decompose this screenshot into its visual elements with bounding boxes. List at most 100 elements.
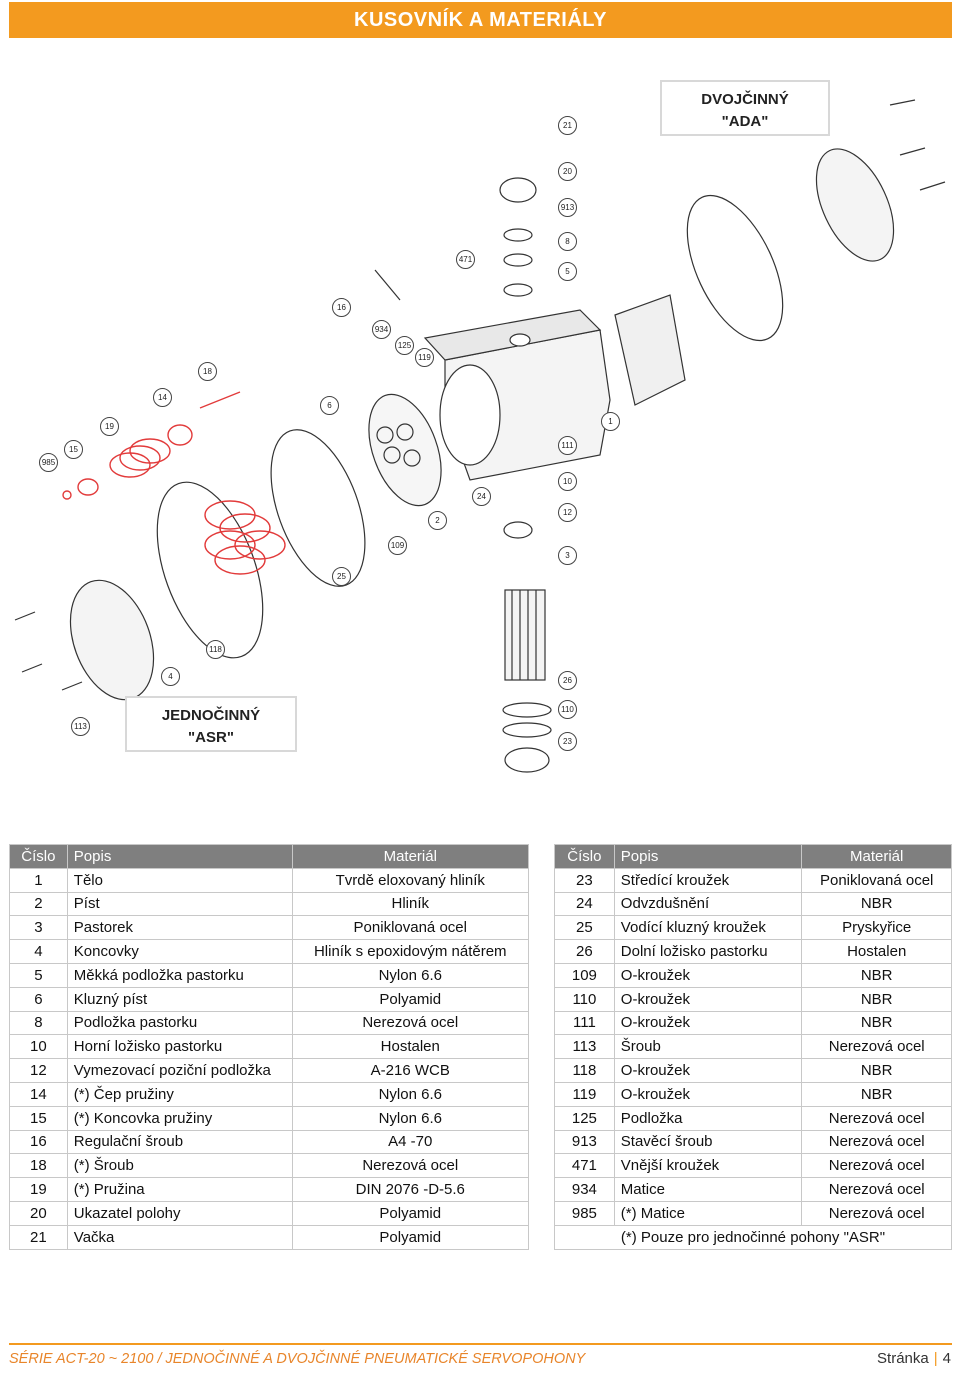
cell-description: Regulační šroub	[66, 1129, 293, 1155]
cell-material: Nylon 6.6	[291, 962, 530, 988]
cell-material: Polyamid	[291, 986, 530, 1012]
cell-number: 2	[9, 891, 68, 917]
callout-21: 21	[558, 116, 577, 135]
callout-16: 16	[332, 298, 351, 317]
cell-material: Hliník	[291, 891, 530, 917]
cell-material: Pryskyřice	[801, 915, 952, 941]
single-acting-label: JEDNOČINNÝ "ASR"	[125, 696, 297, 752]
cell-material: Nerezová ocel	[801, 1153, 952, 1179]
cell-number: 113	[554, 1034, 615, 1060]
cell-material: Nerezová ocel	[801, 1129, 952, 1155]
single-acting-note: (*) Pouze pro jednočinné pohony "ASR"	[554, 1224, 952, 1250]
cell-material: NBR	[801, 1081, 952, 1107]
cell-number: 471	[554, 1153, 615, 1179]
cell-description: Vačka	[66, 1224, 293, 1250]
cell-material: Hostalen	[291, 1034, 530, 1060]
cell-description: Horní ložisko pastorku	[66, 1034, 293, 1060]
cell-material: Nerezová ocel	[291, 1010, 530, 1036]
cell-description: Měkká podložka pastorku	[66, 962, 293, 988]
callout-15: 15	[64, 440, 83, 459]
page-separator: |	[933, 1350, 938, 1367]
cell-number: 23	[554, 867, 615, 893]
cell-material: Nerezová ocel	[801, 1177, 952, 1202]
cell-material: Nylon 6.6	[291, 1105, 530, 1131]
cell-number: 110	[554, 986, 615, 1012]
cell-description: (*) Koncovka pružiny	[66, 1105, 293, 1131]
cell-material: NBR	[801, 962, 952, 988]
callout-26: 26	[558, 671, 577, 690]
cell-description: O-kroužek	[613, 1081, 803, 1107]
cell-description: O-kroužek	[613, 1010, 803, 1036]
cell-number: 19	[9, 1177, 68, 1202]
cell-number: 985	[554, 1200, 615, 1226]
callout-25: 25	[332, 567, 351, 586]
footer-page: Stránka|4	[877, 1350, 951, 1367]
cell-material: NBR	[801, 1058, 952, 1083]
header-number: Číslo	[554, 844, 615, 869]
callout-23: 23	[558, 732, 577, 751]
cell-description: Pastorek	[66, 915, 293, 941]
cell-description: Podložka pastorku	[66, 1010, 293, 1036]
cell-number: 5	[9, 962, 68, 988]
cell-material: Poniklovaná ocel	[291, 915, 530, 941]
cell-material: NBR	[801, 986, 952, 1012]
cell-material: Nylon 6.6	[291, 1081, 530, 1107]
double-acting-label: DVOJČINNÝ "ADA"	[660, 80, 830, 136]
cell-number: 934	[554, 1177, 615, 1202]
cell-description: Středící kroužek	[613, 867, 803, 893]
cell-number: 4	[9, 939, 68, 964]
cell-description: O-kroužek	[613, 962, 803, 988]
cell-description: (*) Čep pružiny	[66, 1081, 293, 1107]
cell-number: 8	[9, 1010, 68, 1036]
callout-18: 18	[198, 362, 217, 381]
cell-material: NBR	[801, 891, 952, 917]
cell-number: 18	[9, 1153, 68, 1179]
callout-110: 110	[558, 700, 577, 719]
callout-8: 8	[558, 232, 577, 251]
cell-description: Vnější kroužek	[613, 1153, 803, 1179]
cell-description: Ukazatel polohy	[66, 1200, 293, 1226]
cell-material: A4 -70	[291, 1129, 530, 1155]
cell-description: Vymezovací poziční podložka	[66, 1058, 293, 1083]
table-note-row: (*) Pouze pro jednočinné pohony "ASR"	[554, 1224, 952, 1250]
cell-description: Stavěcí šroub	[613, 1129, 803, 1155]
callout-3: 3	[558, 546, 577, 565]
callout-4: 4	[161, 667, 180, 686]
callout-109: 109	[388, 536, 407, 555]
callout-125: 125	[395, 336, 414, 355]
table-header-row: Číslo Popis Materiál	[9, 844, 530, 869]
footer-divider	[9, 1343, 952, 1345]
callout-20: 20	[558, 162, 577, 181]
cell-description: Matice	[613, 1177, 803, 1202]
cell-material: Tvrdě eloxovaný hliník	[291, 867, 530, 893]
pinion	[504, 589, 546, 681]
header-number: Číslo	[9, 844, 68, 869]
callout-2: 2	[428, 511, 447, 530]
cell-material: NBR	[801, 1010, 952, 1036]
callout-471: 471	[456, 250, 475, 269]
cell-description: (*) Pružina	[66, 1177, 293, 1202]
cell-description: Koncovky	[66, 939, 293, 964]
cell-description: Kluzný píst	[66, 986, 293, 1012]
cell-material: Polyamid	[291, 1224, 530, 1250]
cell-number: 12	[9, 1058, 68, 1083]
cell-number: 15	[9, 1105, 68, 1131]
header-description: Popis	[66, 844, 293, 869]
